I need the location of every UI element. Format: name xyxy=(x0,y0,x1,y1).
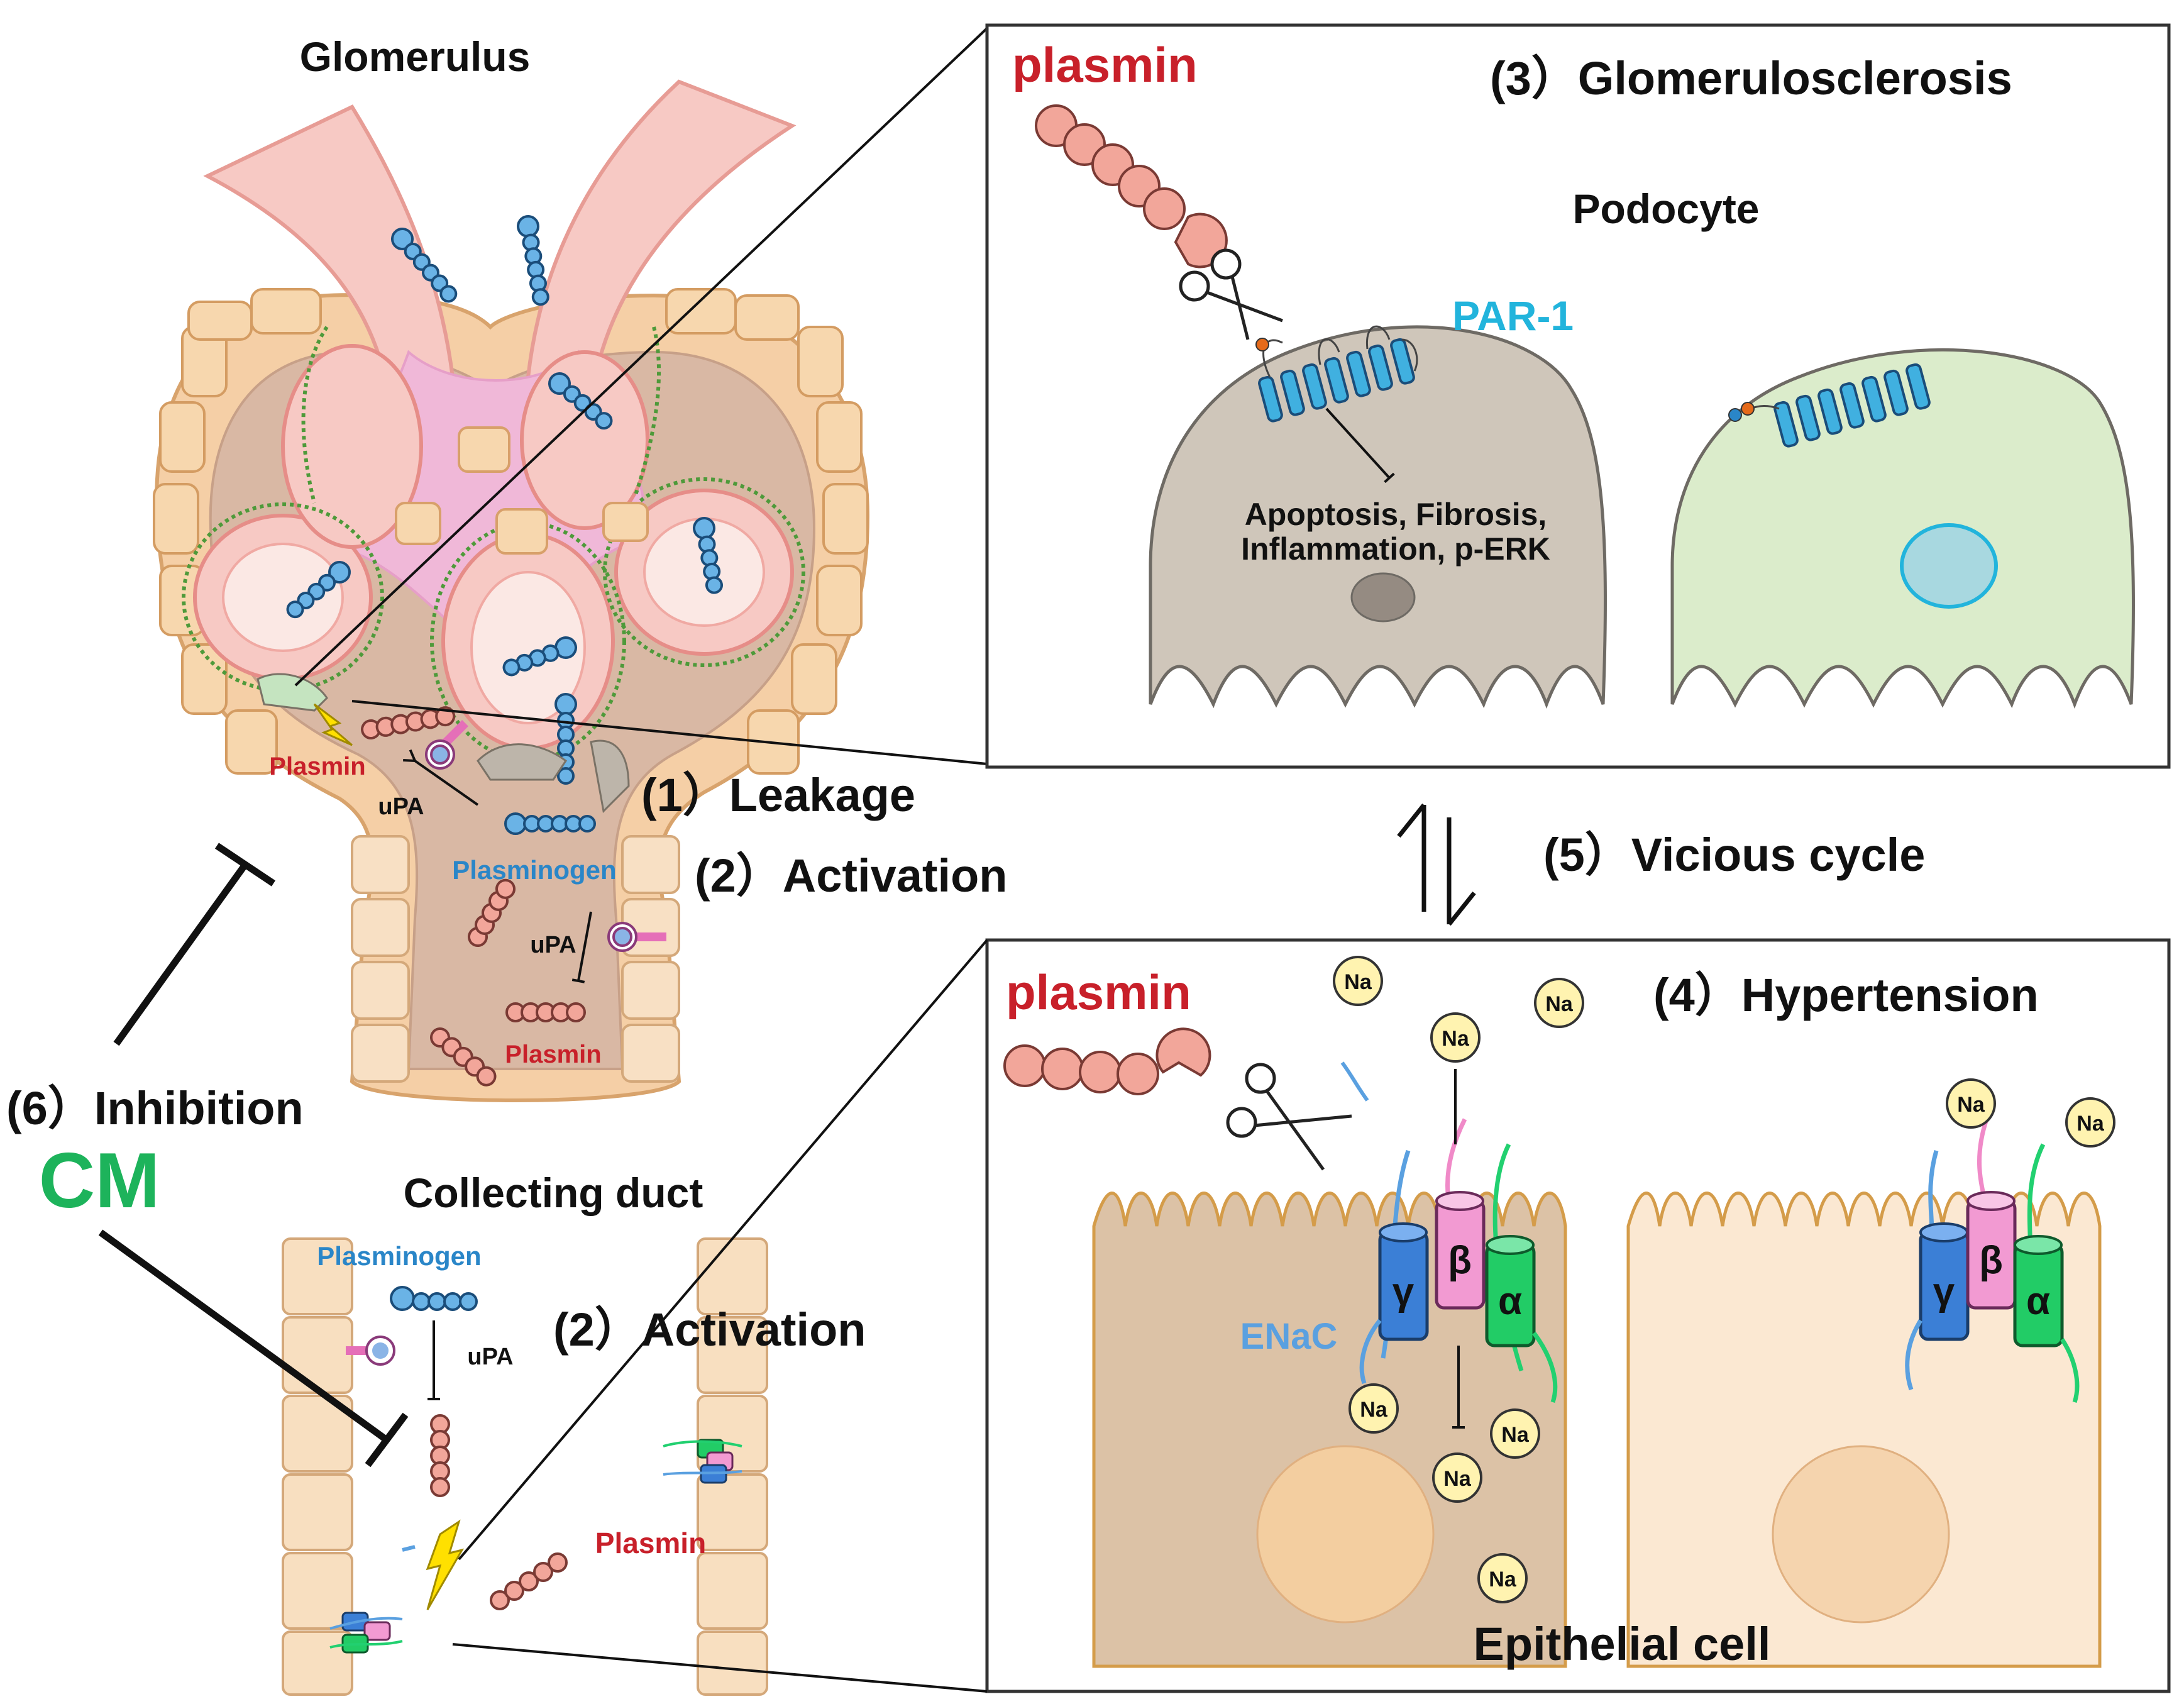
plasminogen-duct xyxy=(390,1286,478,1311)
plasmin-duct-vertical xyxy=(430,1414,450,1497)
plasminogen-label-glomerulus: Plasminogen xyxy=(452,855,616,885)
zoom-line-bottom-1 xyxy=(458,939,988,1561)
enac-beta-2: β xyxy=(1979,1239,2003,1282)
enac-small-duct-1 xyxy=(329,1612,403,1654)
enac-channel-cleaved xyxy=(1359,1118,1558,1403)
activation-label-1: (2）Activation xyxy=(695,849,1008,902)
svg-text:Na: Na xyxy=(1957,1093,1985,1117)
plasmin-molecule-bottom xyxy=(1003,1027,1211,1095)
zoom-line-top-1 xyxy=(294,27,988,687)
glomerulus-illustration xyxy=(153,79,870,1102)
collecting-duct-label: Collecting duct xyxy=(404,1170,703,1216)
svg-text:Na: Na xyxy=(1545,992,1574,1016)
plasmin-duct-diagonal xyxy=(490,1552,568,1610)
epithelial-nucleus-1 xyxy=(1256,1445,1435,1624)
mesangial-cells xyxy=(395,426,649,555)
na-ion: Na xyxy=(1946,1078,1996,1129)
podocyte-cell-damaged xyxy=(1149,325,1607,709)
collecting-duct-left-wall xyxy=(282,1237,353,1696)
collecting-duct xyxy=(282,1237,768,1696)
epithelial-cell-1 xyxy=(1092,1192,1567,1668)
na-ion: Na xyxy=(1333,956,1383,1006)
equilibrium-arrows xyxy=(1397,803,1476,926)
svg-text:Na: Na xyxy=(1489,1568,1517,1591)
svg-text:Na: Na xyxy=(1344,970,1372,994)
na-ion: Na xyxy=(2065,1097,2115,1148)
enac-small-duct-2 xyxy=(663,1439,742,1484)
enac-beta-1: β xyxy=(1448,1239,1472,1282)
podocyte-nucleus-healthy xyxy=(1900,523,1998,609)
svg-text:Na: Na xyxy=(1443,1467,1472,1491)
upa-label-2: uPA xyxy=(530,932,576,958)
upa-activation-arrow xyxy=(403,749,479,806)
na-ion: Na xyxy=(1534,978,1584,1028)
enac-alpha-2: α xyxy=(2026,1280,2050,1323)
par1-signal-arrow xyxy=(1325,407,1395,484)
epithelial-cell-label: Epithelial cell xyxy=(1474,1618,1771,1670)
cleaved-fragment xyxy=(1340,1061,1369,1102)
activation-label-2: (2）Activation xyxy=(553,1303,866,1356)
scissors-icon-top xyxy=(1179,248,1283,340)
vicious-cycle-label: (5）Vicious cycle xyxy=(1543,829,1925,881)
zoom-line-bottom-2 xyxy=(452,1643,988,1693)
svg-text:Na: Na xyxy=(1442,1027,1470,1051)
enac-label: ENaC xyxy=(1240,1316,1338,1357)
upar-receptors-glomerulus xyxy=(425,720,666,952)
lightning-icon xyxy=(313,703,353,746)
par1-receptor-intact xyxy=(1728,363,1931,448)
glomerulus-label: Glomerulus xyxy=(300,33,531,80)
hypertension-label: (4）Hypertension xyxy=(1653,969,2039,1021)
svg-text:Na: Na xyxy=(1360,1398,1388,1422)
par1-label: PAR-1 xyxy=(1452,292,1574,339)
plasmin-label-tubule: Plasmin xyxy=(505,1041,601,1068)
podocyte-nucleus-damaged xyxy=(1350,572,1416,622)
enac-channel-intact xyxy=(1905,1118,2080,1403)
na-ion: Na xyxy=(1490,1408,1540,1459)
effects-line-2: Inflammation, p-ERK xyxy=(1241,531,1550,567)
svg-text:Na: Na xyxy=(1501,1423,1530,1447)
effects-line-1: Apoptosis, Fibrosis, xyxy=(1245,497,1547,532)
glomerulosclerosis-label: (3）Glomerulosclerosis xyxy=(1490,52,2012,104)
na-ion: Na xyxy=(1348,1383,1399,1434)
upa-label-1: uPA xyxy=(378,794,424,820)
scissors-icon-bottom xyxy=(1226,1063,1352,1171)
plasmin-title-top: plasmin xyxy=(1012,37,1198,92)
plasmin-molecules-glomerulus xyxy=(361,706,586,1087)
leakage-label: (1）Leakage xyxy=(641,769,915,821)
na-ion: Na xyxy=(1430,1012,1481,1063)
plasminogen-molecules xyxy=(286,215,723,835)
plasmin-label-glomerulus: Plasmin xyxy=(269,753,365,780)
plasmin-label-duct: Plasmin xyxy=(595,1527,706,1559)
epithelial-nucleus-2 xyxy=(1772,1445,1950,1624)
plasmin-title-bottom: plasmin xyxy=(1006,965,1191,1020)
enac-gamma-1: γ xyxy=(1393,1270,1415,1314)
zoom-line-top-2 xyxy=(351,700,988,765)
enac-gamma-2: γ xyxy=(1933,1270,1955,1314)
na-ion: Na xyxy=(1477,1553,1528,1603)
plasminogen-label-duct: Plasminogen xyxy=(317,1241,481,1271)
enac-alpha-1: α xyxy=(1498,1280,1522,1323)
epithelial-cell-2 xyxy=(1626,1192,2102,1668)
upa-activation-arrow-2 xyxy=(571,911,592,983)
par1-receptor-cleaved xyxy=(1255,325,1418,423)
svg-text:Na: Na xyxy=(2076,1112,2105,1136)
cm-label: CM xyxy=(39,1137,160,1224)
damaged-podocytes xyxy=(256,673,630,814)
upa-label-duct: uPA xyxy=(467,1344,513,1370)
capsule-cells xyxy=(153,288,869,775)
na-ions: Na Na Na Na Na Na Na Na Na xyxy=(1333,956,2115,1603)
inhibition-label: (6）Inhibition xyxy=(6,1082,304,1134)
na-ion: Na xyxy=(1432,1452,1482,1503)
inhibition-lines xyxy=(98,843,409,1468)
plasmin-molecule-top xyxy=(1035,104,1228,268)
podocyte-label: Podocyte xyxy=(1572,185,1759,232)
lightning-icon-duct xyxy=(426,1519,465,1610)
